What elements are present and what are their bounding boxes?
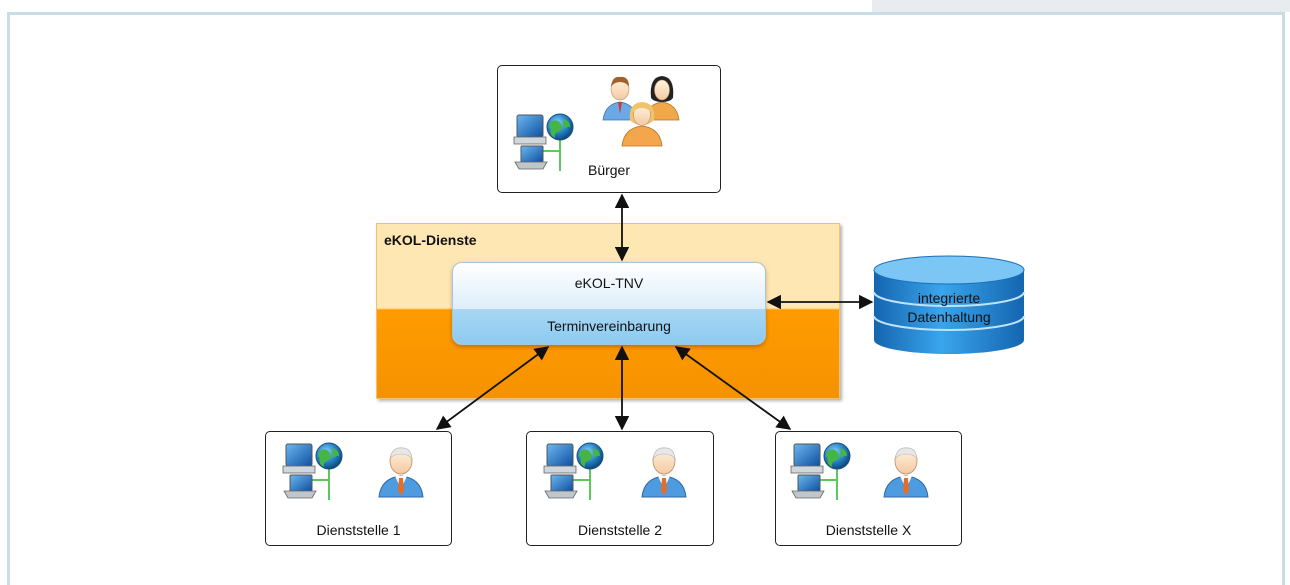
user-icon xyxy=(883,447,929,498)
user-icon xyxy=(378,447,424,498)
computer-network-icon xyxy=(790,442,851,501)
database-icon xyxy=(873,255,1025,354)
node-office-2-label: Dienststelle 2 xyxy=(577,522,663,538)
tnv-module: eKOL-TNV Terminvereinbarung xyxy=(452,262,766,345)
top-strip xyxy=(872,0,1290,12)
computer-network-icon xyxy=(543,442,604,501)
tnv-subtitle: Terminvereinbarung xyxy=(453,309,765,344)
computer-network-icon xyxy=(282,442,343,501)
node-office-x-label: Dienststelle X xyxy=(825,522,912,538)
computer-network-icon xyxy=(513,113,574,172)
services-title: eKOL-Dienste xyxy=(384,232,477,248)
database-label-line2: Datenhaltung xyxy=(907,309,991,325)
database-label-line1: integrierte xyxy=(917,290,981,306)
node-office-1-label: Dienststelle 1 xyxy=(316,522,401,538)
tnv-name: eKOL-TNV xyxy=(453,263,765,309)
user-icon xyxy=(641,447,687,498)
database-label: integrierte Datenhaltung xyxy=(874,289,1024,327)
connector-tnv-office-x xyxy=(674,346,792,430)
user-group-icon xyxy=(602,75,680,147)
connector-tnv-office-1 xyxy=(435,346,550,430)
node-buerger-label: Bürger xyxy=(587,162,631,178)
